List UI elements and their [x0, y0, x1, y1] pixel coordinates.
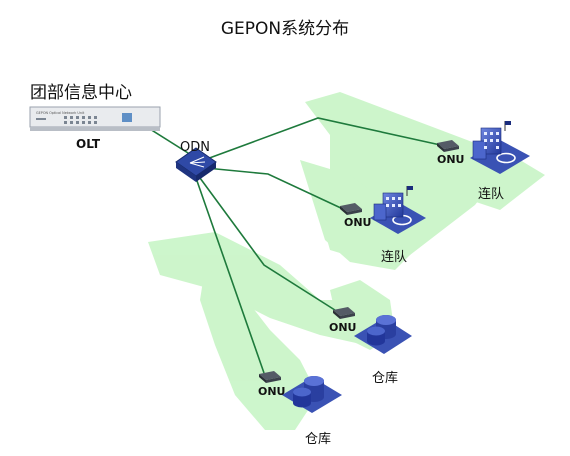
fiber-odn-onu4: [195, 177, 265, 374]
olt-panel-text: GEPON Optical Network Unit: [36, 111, 85, 115]
site-label: 仓库: [372, 371, 399, 386]
site-label: 仓库: [305, 432, 332, 447]
odn-label: ODN: [180, 140, 210, 155]
onu-device-icon: [259, 371, 281, 383]
olt-device: GEPON Optical Network Unit: [29, 106, 161, 131]
site-label: 连队: [478, 187, 505, 202]
onu-device-icon: [437, 140, 459, 152]
onu-label: ONU: [437, 153, 465, 166]
fiber-odn-onu2: [205, 167, 344, 210]
company-building-icon: [470, 121, 530, 174]
fiber-odn-onu3: [199, 177, 339, 313]
onu-device-icon: [333, 307, 355, 319]
onu-label: ONU: [344, 216, 372, 229]
hq-label: 团部信息中心: [30, 83, 132, 103]
onu-device-icon: [340, 203, 362, 215]
onu-label: ONU: [258, 385, 286, 398]
warehouse-icon: [354, 315, 412, 354]
onu-label: ONU: [329, 321, 357, 334]
odn-splitter-icon: [175, 147, 217, 182]
company-building-icon: [370, 186, 426, 234]
diagram-title: GEPON系统分布: [220, 19, 350, 39]
olt-label: OLT: [76, 137, 101, 151]
site-label: 连队: [381, 250, 408, 265]
coverage-bands: [148, 92, 545, 430]
warehouse-icon: [282, 376, 342, 413]
fiber-lines: [141, 117, 446, 374]
fiber-odn-onu1: [203, 117, 446, 161]
